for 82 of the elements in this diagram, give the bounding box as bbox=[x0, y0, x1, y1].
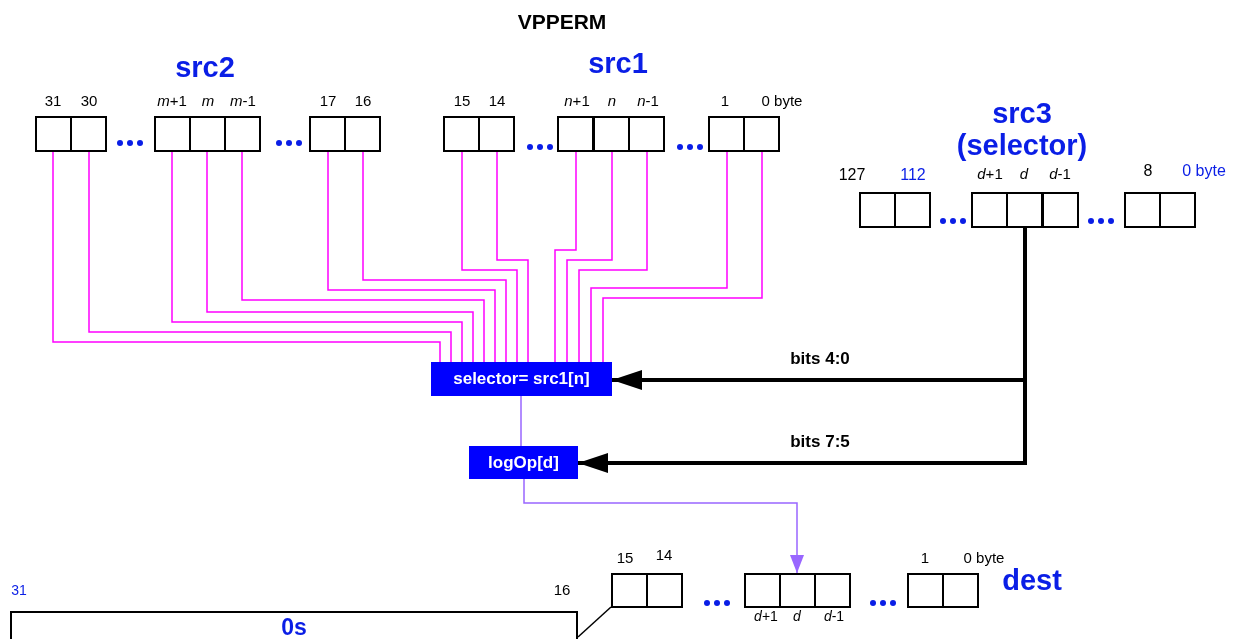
byte-index-label: 31 bbox=[44, 93, 62, 110]
byte-cell bbox=[593, 116, 630, 152]
byte-cell bbox=[154, 116, 191, 152]
byte-cell bbox=[478, 116, 515, 152]
register-label: dest bbox=[1002, 565, 1062, 597]
byte-index-label: 0 byte bbox=[963, 550, 1005, 567]
byte-index-label: n+1 bbox=[564, 93, 590, 110]
byte-cell bbox=[942, 573, 979, 608]
arrow bbox=[523, 478, 804, 574]
register-label: src2 bbox=[175, 52, 235, 84]
byte-cell bbox=[1006, 192, 1043, 228]
byte-index-label: 17 bbox=[319, 93, 337, 110]
byte-cell bbox=[189, 116, 226, 152]
byte-index-label: m bbox=[201, 93, 215, 110]
byte-index-label: n-1 bbox=[637, 93, 659, 110]
connector-line bbox=[362, 151, 507, 363]
connector-line bbox=[578, 151, 648, 363]
connector-line bbox=[327, 151, 496, 363]
byte-cell bbox=[1042, 192, 1079, 228]
byte-cell bbox=[907, 573, 944, 608]
byte-index-label: 30 bbox=[80, 93, 98, 110]
connector-line bbox=[602, 151, 763, 363]
register-label: src3 (selector) bbox=[955, 98, 1089, 162]
byte-cell bbox=[779, 573, 816, 608]
byte-index-label: 0 byte bbox=[1182, 162, 1226, 180]
connector-line bbox=[461, 151, 518, 363]
byte-cell bbox=[1159, 192, 1196, 228]
byte-cell bbox=[344, 116, 381, 152]
byte-index-label: 1 bbox=[720, 93, 730, 110]
byte-cell bbox=[744, 573, 781, 608]
byte-cell bbox=[70, 116, 107, 152]
byte-index-label: 112 bbox=[900, 166, 926, 184]
connector-line bbox=[520, 395, 522, 447]
byte-cell bbox=[894, 192, 931, 228]
byte-index-label: 31 bbox=[11, 583, 27, 599]
byte-cell bbox=[628, 116, 665, 152]
arrow bbox=[578, 228, 1027, 473]
byte-index-label: 15 bbox=[616, 550, 634, 567]
connector-line bbox=[241, 151, 485, 363]
connector-line bbox=[171, 151, 463, 363]
byte-index-label: d bbox=[1019, 166, 1029, 183]
byte-cell bbox=[859, 192, 896, 228]
zero-fill-box: 0s bbox=[10, 611, 578, 639]
byte-cell bbox=[1124, 192, 1161, 228]
connector-line bbox=[566, 151, 613, 363]
byte-cell bbox=[309, 116, 346, 152]
connector-line bbox=[590, 151, 728, 363]
byte-cell bbox=[743, 116, 780, 152]
operation-box: selector= src1[n] bbox=[431, 362, 612, 396]
byte-index-label: 0 byte bbox=[761, 93, 803, 110]
register-label: src1 bbox=[588, 48, 648, 80]
diagram-title: VPPERM bbox=[517, 10, 607, 34]
byte-index-label: m+1 bbox=[157, 93, 187, 110]
byte-index-label: d bbox=[793, 609, 801, 625]
byte-cell bbox=[708, 116, 745, 152]
byte-index-label: m-1 bbox=[230, 93, 256, 110]
connector-line bbox=[496, 151, 529, 363]
byte-index-label: d-1 bbox=[823, 609, 845, 625]
operation-box: logOp[d] bbox=[469, 446, 578, 479]
connector-line bbox=[206, 151, 474, 363]
byte-index-label: 1 bbox=[920, 550, 930, 567]
byte-index-label: 16 bbox=[553, 582, 571, 599]
byte-index-label: n bbox=[607, 93, 617, 110]
byte-cell bbox=[35, 116, 72, 152]
connector-line bbox=[577, 606, 612, 638]
byte-index-label: 14 bbox=[655, 547, 673, 564]
byte-index-label: 14 bbox=[488, 93, 506, 110]
byte-cell bbox=[443, 116, 480, 152]
byte-index-label: 16 bbox=[354, 93, 372, 110]
byte-index-label: d-1 bbox=[1049, 166, 1071, 183]
byte-index-label: 8 bbox=[1143, 162, 1153, 180]
byte-index-label: 15 bbox=[453, 93, 471, 110]
byte-cell bbox=[971, 192, 1008, 228]
byte-cell bbox=[611, 573, 648, 608]
byte-cell bbox=[224, 116, 261, 152]
connector-line bbox=[554, 151, 577, 363]
byte-index-label: d+1 bbox=[754, 609, 778, 625]
byte-cell bbox=[646, 573, 683, 608]
byte-cell bbox=[814, 573, 851, 608]
byte-index-label: d+1 bbox=[977, 166, 1003, 183]
byte-cell bbox=[557, 116, 594, 152]
byte-index-label: 127 bbox=[838, 166, 866, 184]
